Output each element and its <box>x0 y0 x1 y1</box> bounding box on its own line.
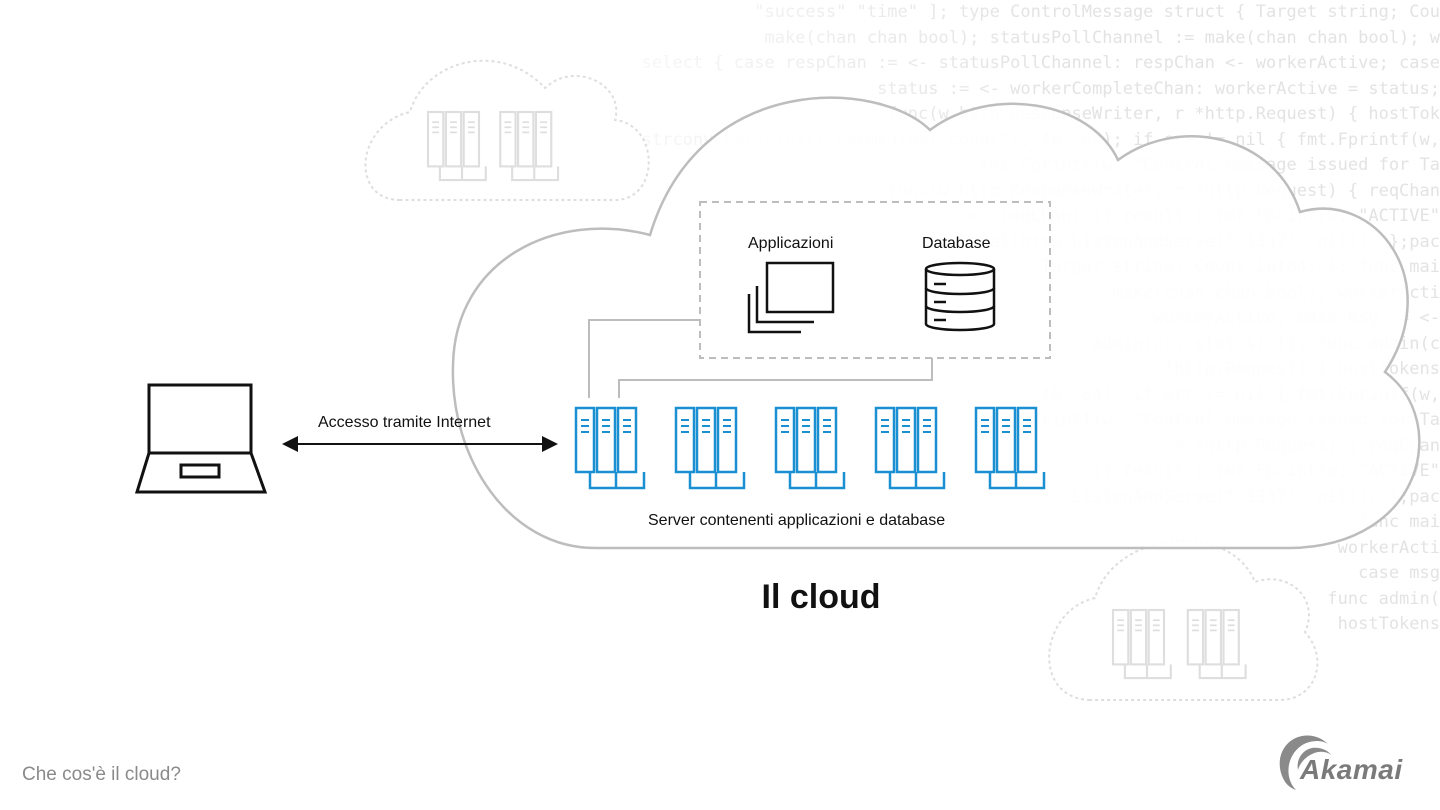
background-code-line: func admin( <box>1327 588 1440 609</box>
background-code-line: make(chan chan bool); statusPollChannel … <box>764 27 1440 48</box>
database-icon <box>924 261 996 332</box>
connector-apps <box>588 319 700 398</box>
akamai-wave-icon <box>1279 735 1332 790</box>
background-code-line: hostTokens <box>1337 614 1440 634</box>
background-code-line: select { case respChan := <- statusPollC… <box>641 53 1440 73</box>
diagram-title: Il cloud <box>761 578 881 616</box>
background-code-line: case msg <box>1358 563 1440 583</box>
akamai-logo-text: Akamai <box>1300 754 1403 785</box>
akamai-logo: Akamai <box>1272 732 1422 792</box>
label-applications: Applicazioni <box>748 235 834 252</box>
dashed-app-db-box <box>699 201 1051 359</box>
connector-db <box>618 358 933 398</box>
applications-icon <box>747 261 835 334</box>
laptop-icon <box>134 383 268 494</box>
background-code-line: "success" "time" ]; type ControlMessage … <box>754 2 1440 22</box>
internet-access-arrow <box>282 436 558 452</box>
background-code-line: status := <- workerCompleteChan: workerA… <box>877 78 1440 99</box>
footer-caption: Che cos'è il cloud? <box>22 764 181 785</box>
faded-cloud-bottom-right <box>1048 539 1319 701</box>
label-database: Database <box>922 235 991 252</box>
label-servers: Server contenenti applicazioni e databas… <box>648 512 946 529</box>
background-code-line: workerActi <box>1337 537 1440 558</box>
faded-cloud-top-left <box>364 59 650 201</box>
label-internet-access: Accesso tramite Internet <box>318 414 491 431</box>
